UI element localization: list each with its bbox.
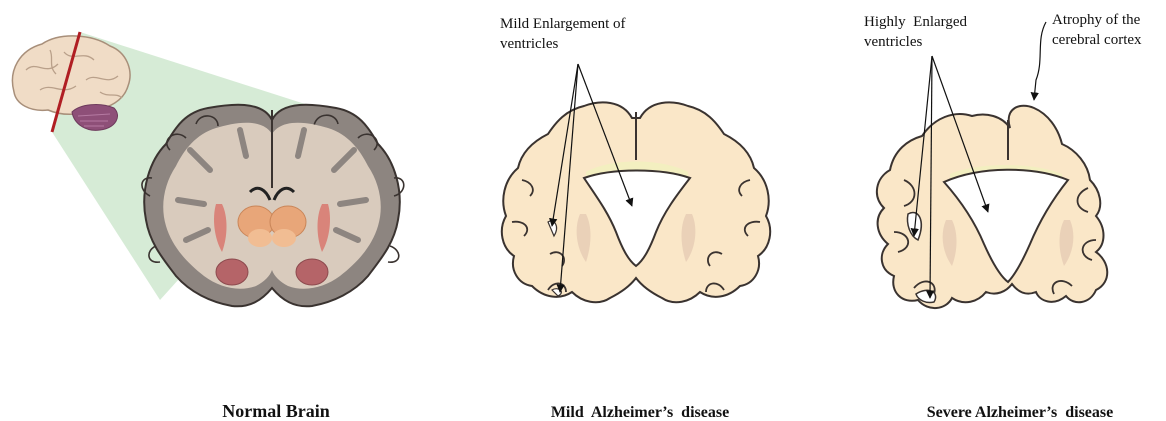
normal-brain-caption: Normal Brain xyxy=(222,401,330,421)
normal-brain-panel: Normal Brain xyxy=(12,32,403,421)
severe-atrophy-line2: cerebral cortex xyxy=(1052,32,1142,48)
mild-coronal-section xyxy=(502,102,770,302)
mild-annotation-line1: Mild Enlargement of xyxy=(500,16,626,32)
severe-atrophy-arrow xyxy=(1034,22,1046,100)
normal-coronal-section xyxy=(142,105,404,307)
severe-alzheimers-caption: Severe Alzheimer’s disease xyxy=(927,404,1113,421)
mild-annotation-line2: ventricles xyxy=(500,36,558,52)
severe-atrophy-line1: Atrophy of the xyxy=(1052,12,1141,28)
severe-ventricles-line2: ventricles xyxy=(864,34,922,50)
severe-alzheimers-panel: Highly Enlarged ventricles Atrophy of th… xyxy=(864,12,1142,421)
mild-alzheimers-panel: Mild Enlargement of ventricles Mild Alzh… xyxy=(500,16,770,421)
mild-alzheimers-caption: Mild Alzheimer’s disease xyxy=(551,404,729,421)
severe-ventricles-line1: Highly Enlarged xyxy=(864,14,968,30)
severe-coronal-section xyxy=(877,106,1107,308)
